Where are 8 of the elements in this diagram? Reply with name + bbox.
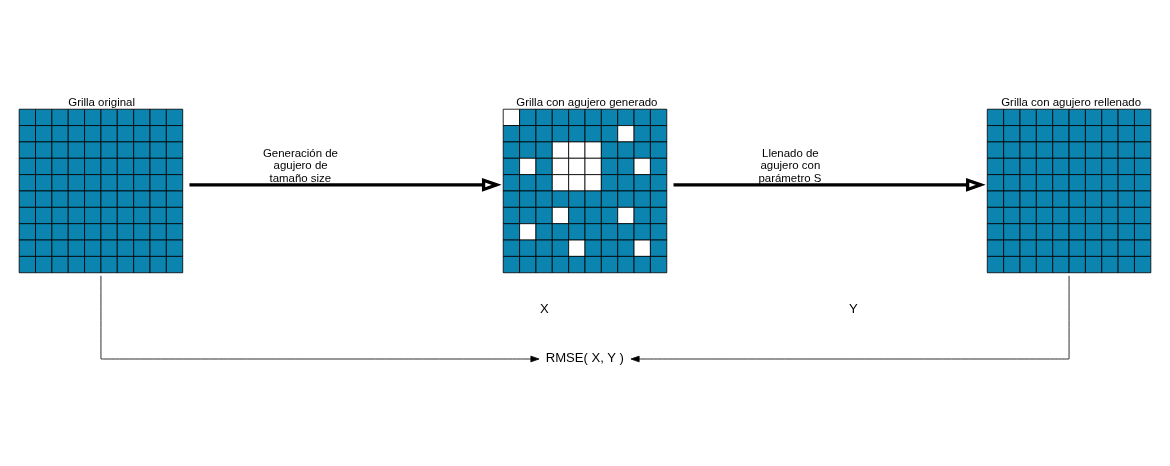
- node-text: RMSE( X, Y ): [545, 349, 624, 365]
- edge-label: Y: [849, 300, 858, 316]
- edge-label: Generación de agujero de tamaño size: [262, 146, 338, 184]
- node-label: Grilla con agujero rellenado: [1001, 95, 1142, 108]
- edge-label: X: [540, 300, 549, 316]
- node-label: Grilla original: [68, 95, 135, 108]
- node-label: Grilla con agujero generado: [516, 95, 658, 108]
- edge-label: Llenado de agujero con parámetro S: [758, 146, 822, 184]
